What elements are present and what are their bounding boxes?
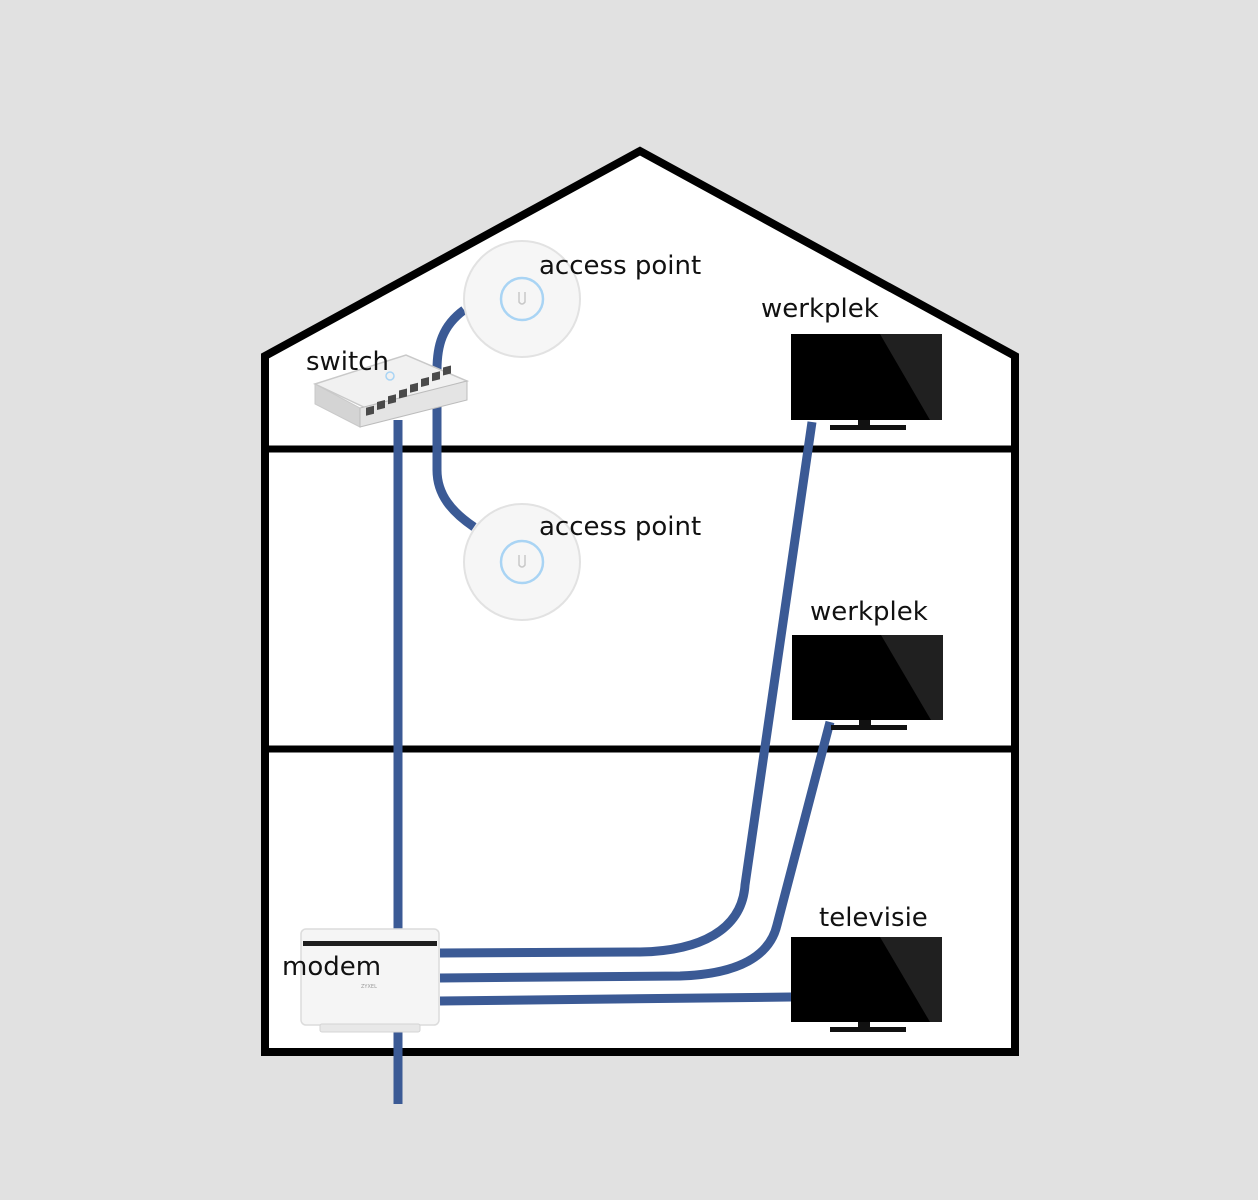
monitor-werkplek-mid [792,635,943,730]
cable-modem-televisie [439,992,792,1006]
access-point-icon [463,503,581,621]
label-access-point-top: access point [539,251,701,281]
svg-text:ZYXEL: ZYXEL [361,984,377,990]
label-werkplek-mid: werkplek [810,597,928,627]
monitor-televisie [791,937,942,1032]
label-werkplek-top: werkplek [761,294,879,324]
label-access-point-mid: access point [539,512,701,542]
switch-front [359,380,468,428]
access-point-ring [499,276,545,322]
switch-ports [366,365,451,416]
cable-modem-werkplek-top [439,421,817,958]
label-modem: modem [282,952,381,982]
label-switch: switch [306,347,389,377]
network-switch [312,354,470,428]
monitor-werkplek-top [791,334,942,430]
cables [393,306,835,1104]
modem-device: ZYXEL [300,928,440,1033]
cable-switch-ap-mid [432,420,477,531]
cable-modem-werkplek-mid [439,720,835,983]
access-point-icon [463,240,581,358]
access-point-mid [463,503,581,621]
access-point-ring [499,539,545,585]
access-point-top [463,240,581,358]
label-televisie: televisie [819,903,928,933]
